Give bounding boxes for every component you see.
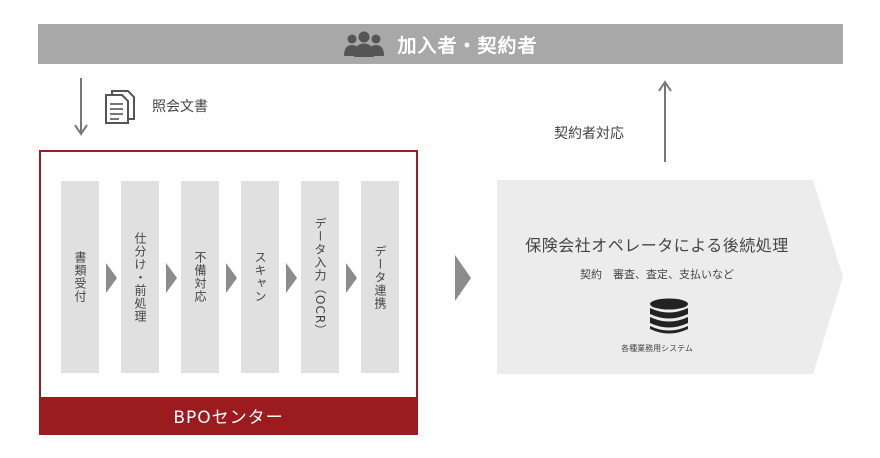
banner-title: 加入者・契約者 [397, 34, 538, 57]
chevron-right-icon [166, 263, 177, 293]
insurer-process-panel [497, 180, 843, 374]
contractor-label: 契約者対応 [554, 126, 624, 142]
chevron-right-icon [106, 263, 117, 293]
step-sorting: 仕分け・前処理 [121, 181, 159, 373]
chevron-right-icon [455, 255, 471, 301]
step-label: データ連携 [373, 244, 387, 310]
stakeholder-banner: 加入者・契約者 [38, 24, 843, 64]
step-label: スキャン [253, 251, 267, 303]
step-document-receipt: 書類受付 [61, 181, 99, 373]
database-icon [650, 298, 688, 334]
step-deficiency: 不備対応 [181, 181, 219, 373]
chevron-right-icon [286, 263, 297, 293]
step-label: 仕分け・前処理 [133, 231, 147, 323]
step-scan: スキャン [241, 181, 279, 373]
inquiry-label: 照会文書 [152, 99, 208, 115]
people-icon [344, 31, 385, 57]
bpo-center-box: 書類受付 仕分け・前処理 不備対応 スキャン データ入力（OCR） データ連携 … [39, 150, 418, 435]
insurer-process-tasks: 契約 審査、査定、支払いなど [580, 268, 734, 281]
arrow-down-icon [74, 78, 88, 136]
chevron-right-icon [226, 263, 237, 293]
bpo-footer: BPOセンター [41, 397, 416, 433]
document-icon [105, 90, 135, 124]
systems-label: 各種業務用システム [621, 344, 693, 353]
step-label: 書類受付 [73, 251, 87, 303]
step-label: データ入力（OCR） [313, 216, 327, 338]
step-data-entry: データ入力（OCR） [301, 181, 339, 373]
step-data-link: データ連携 [361, 181, 399, 373]
insurer-process-title: 保険会社オペレータによる後続処理 [525, 236, 789, 255]
step-label: 不備対応 [193, 251, 207, 303]
chevron-right-icon [346, 263, 357, 293]
arrow-up-icon [658, 80, 672, 162]
